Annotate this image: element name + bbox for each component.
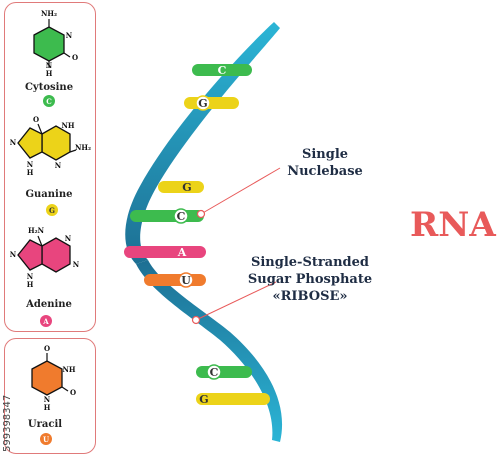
adenine-ring-six	[41, 237, 71, 273]
annotation-single-base-line2: Nuclebase	[287, 164, 363, 179]
adenine-badge	[40, 315, 52, 327]
uracil-atom-nh: NH	[62, 365, 75, 374]
page-title: RNA	[410, 205, 496, 245]
annotation-pointer-dot	[196, 209, 206, 219]
strand-bar-6	[144, 274, 206, 286]
strand-base-pairs: C G G C A U C G	[124, 64, 270, 406]
guanine-atom-n1: N	[10, 138, 17, 147]
guanine-atom-o: O	[33, 115, 39, 124]
guanine-atom-nh2: NH₂	[75, 143, 91, 152]
strand-bar-8-letter: G	[199, 393, 208, 406]
guanine-atom-n3: N	[27, 160, 34, 169]
guanine-atom-n2: N	[55, 161, 62, 170]
strand-bar-5-letter: A	[177, 246, 187, 259]
strand-bar-3-letter: G	[182, 181, 191, 194]
uracil-atom-n: N	[44, 395, 51, 404]
annotation-strand-line3: «RIBOSE»	[273, 289, 348, 304]
strand-bar-7	[196, 366, 252, 378]
strand-bar-4	[130, 210, 204, 222]
adenine-atom-n1: N	[65, 234, 72, 243]
uracil-atom-h: H	[44, 403, 51, 412]
adenine-atom-h2n: H₂N	[28, 226, 45, 235]
uracil-atom-o1: O	[44, 344, 50, 353]
cytosine-atom-n: N	[66, 31, 73, 40]
guanine-ring-five	[17, 127, 43, 159]
strand-bar-4-letter: C	[177, 210, 186, 223]
cytosine-atom-nh2: NH₂	[41, 9, 57, 18]
annotation-strand-pointer-dot	[191, 315, 201, 325]
cytosine-label: Cytosine	[25, 82, 73, 93]
uracil-atom-o2: O	[70, 388, 76, 397]
adenine-atom-n2: N	[10, 250, 17, 259]
annotation-strand: Single-Stranded Sugar Phosphate «RIBOSE»	[191, 255, 372, 325]
uracil-badge-letter: U	[43, 435, 49, 444]
adenine-atom-n3: N	[73, 260, 80, 269]
adenine-badge-letter: A	[42, 317, 49, 326]
helix-strand-lower	[136, 260, 283, 442]
uracil-ring	[31, 360, 63, 396]
guanine-label: Guanine	[26, 189, 73, 200]
adenine-label: Adenine	[25, 299, 72, 310]
guanine-badge-letter: G	[49, 206, 55, 215]
strand-bar-7-letter: C	[210, 366, 219, 379]
guanine-ring-six	[41, 125, 71, 161]
cytosine-badge	[43, 95, 55, 107]
annotation-single-base-line1: Single	[302, 147, 348, 162]
stock-id: 599398347	[2, 395, 13, 452]
adenine-ring-five	[17, 239, 43, 271]
annotation-strand-line2: Sugar Phosphate	[248, 272, 372, 287]
cytosine-atom-o: O	[72, 53, 78, 62]
cytosine-badge-letter: C	[46, 97, 52, 106]
helix-strand-upper	[125, 22, 280, 264]
uracil-badge	[40, 433, 52, 445]
strand-bar-2-letter: G	[198, 97, 207, 110]
cytosine-atom-h: H	[46, 69, 53, 78]
cytosine-atom-n-bottom: N	[46, 61, 53, 70]
strand-bar-1-letter: C	[218, 64, 227, 77]
uracil-structure: O NH O N H Uracil U	[28, 344, 76, 445]
annotation-single-base: Single Nuclebase	[196, 147, 363, 219]
strand-bar-5	[124, 246, 206, 258]
adenine-atom-h: H	[27, 280, 34, 289]
guanine-atom-h: H	[27, 168, 34, 177]
strand-bar-3	[158, 181, 204, 193]
cytosine-ring	[33, 26, 65, 62]
strand-bar-2	[184, 97, 239, 109]
cytosine-structure: NH₂ N O N H Cytosine C	[25, 9, 78, 107]
adenine-structure: H₂N N N N N H Adenine A	[10, 226, 80, 327]
guanine-atom-nh: NH	[61, 121, 74, 130]
strand-bar-8	[196, 393, 270, 405]
annotation-strand-line1: Single-Stranded	[251, 255, 369, 270]
strand-bar-1	[192, 64, 252, 76]
strand-bar-6-letter: U	[181, 274, 191, 287]
uracil-label: Uracil	[28, 419, 62, 430]
guanine-badge	[46, 204, 58, 216]
guanine-structure: O NH NH₂ N N N H Guanine G	[10, 115, 91, 216]
adenine-atom-n4: N	[27, 272, 34, 281]
